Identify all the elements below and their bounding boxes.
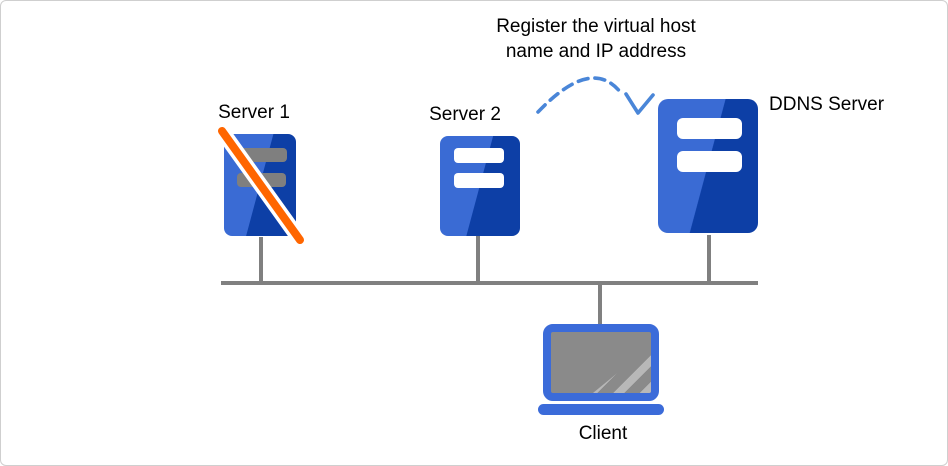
arrow-arc [536, 76, 623, 114]
server1-link-line [259, 237, 263, 283]
register-dashed-arrow-icon [536, 76, 655, 115]
server2-icon [440, 136, 520, 236]
client-link-line [598, 283, 602, 326]
slash-stroke [218, 127, 304, 244]
laptop-base [538, 404, 664, 415]
network-bus-line [221, 281, 758, 285]
ddns-link-line [707, 235, 711, 283]
ddns-server-icon [658, 99, 758, 233]
server2-slot-bar [454, 173, 504, 188]
screen-glare [593, 345, 651, 393]
ddns-server-label: DDNS Server [769, 94, 885, 115]
server2-link-line [476, 236, 480, 283]
ddns-slot-bar [677, 118, 742, 139]
failure-slash-icon [214, 123, 308, 248]
server2-label: Server 2 [429, 104, 501, 125]
annotation-line-1: Register the virtual host [496, 16, 696, 37]
annotation-register: Register the virtual host name and IP ad… [431, 14, 761, 64]
laptop-icon [543, 324, 659, 401]
server1-label: Server 1 [218, 102, 290, 123]
ddns-slot-bar [677, 151, 742, 172]
client-label: Client [578, 423, 628, 444]
arrow-head [624, 92, 655, 115]
server2-slot-bar [454, 148, 504, 163]
annotation-line-2: name and IP address [505, 41, 687, 62]
